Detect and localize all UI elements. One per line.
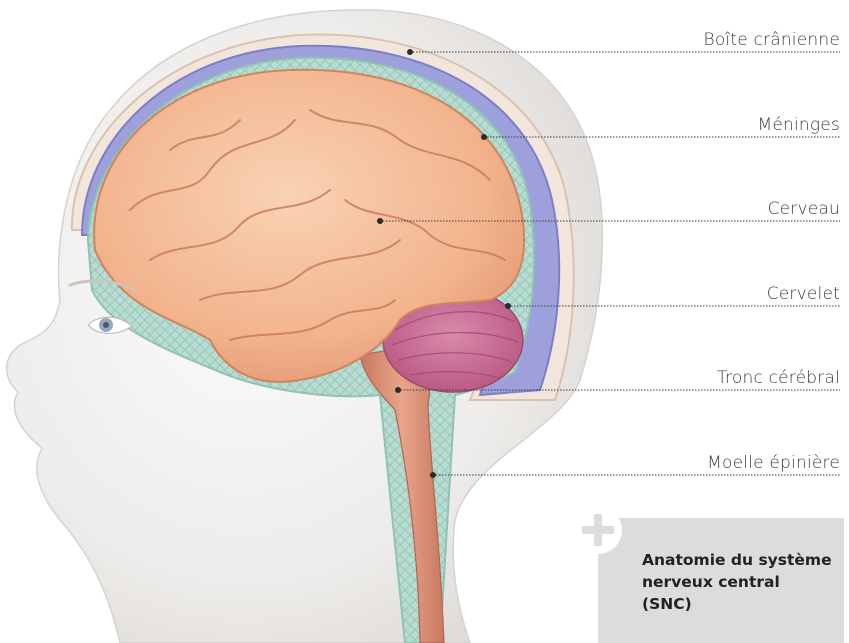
label-skull: Boîte crânienne [703,30,840,50]
label-brainstem: Tronc cérébral [717,368,840,388]
plus-icon [572,504,642,560]
label-cerebrum: Cerveau [768,199,840,219]
label-spinal-cord: Moelle épinière [707,453,840,473]
label-meninges: Méninges [757,115,840,135]
card-title: Anatomie du système nerveux central (SNC… [642,549,832,615]
label-cerebellum: Cervelet [767,284,840,304]
